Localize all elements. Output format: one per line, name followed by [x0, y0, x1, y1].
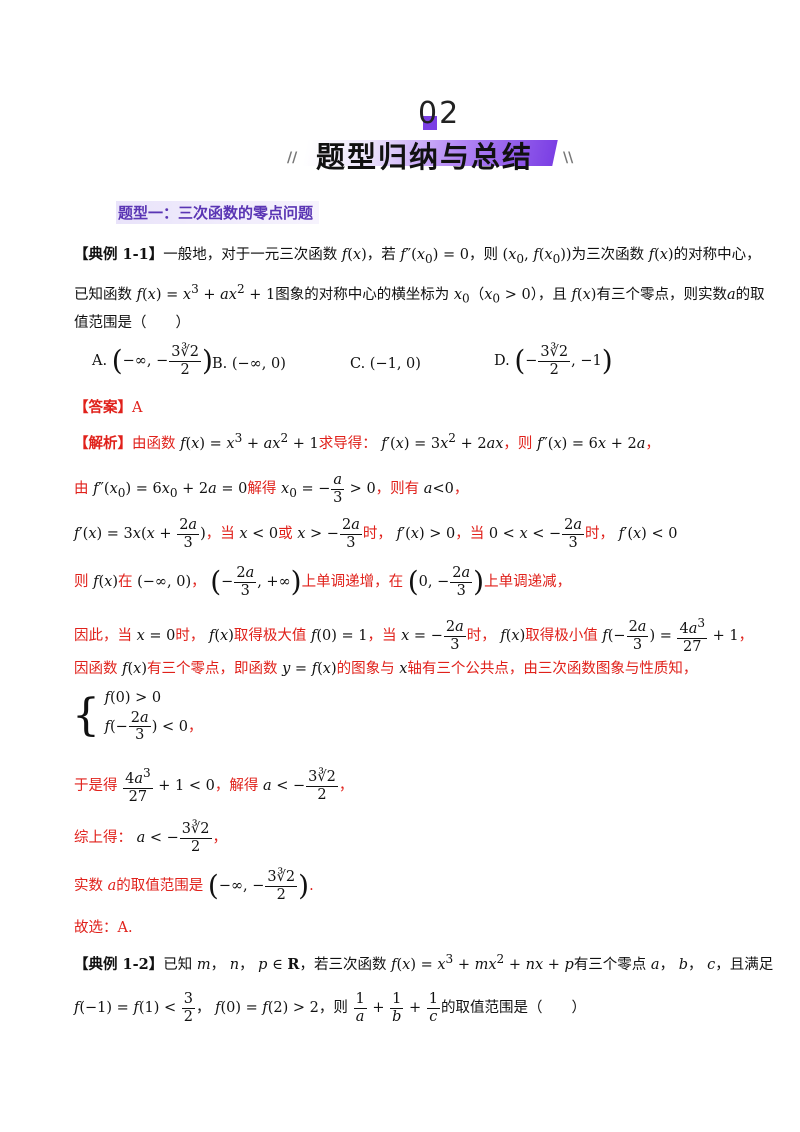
header-right-slash: \\: [563, 150, 574, 166]
example1-line3: 值范围是（ ）: [74, 315, 190, 331]
header-left-slash: //: [287, 150, 298, 166]
header-number: 02: [418, 96, 461, 131]
answer-value: A: [132, 400, 143, 416]
analysis-line5: 因此，当 x = 0时， f(x)取得极大值 f(0) = 1，当 x = −2…: [74, 616, 754, 655]
section-heading: 题型一：三次函数的零点问题: [116, 201, 320, 224]
option-b[interactable]: B. (−∞, 0): [212, 356, 286, 372]
answer-line: 【答案】A: [74, 399, 143, 416]
header-title: 题型归纳与总结: [316, 140, 534, 174]
analysis-line1: 【解析】由函数 f(x) = x3 + ax2 + 1求导得： f′(x) = …: [74, 431, 660, 452]
example1-tag: 【典例 1-1】: [74, 246, 164, 263]
analysis-tag: 【解析】: [74, 434, 132, 452]
example1-line2: 已知函数 f(x) = x3 + ax2 + 1图象的对称中心的横坐标为 x0（…: [74, 282, 765, 306]
analysis-line6: 因函数 f(x)有三个零点，即函数 y = f(x)的图象与 x轴有三个公共点，…: [74, 661, 698, 677]
analysis-line11: 故选：A.: [74, 920, 133, 936]
example2-tag: 【典例 1-2】: [74, 955, 164, 973]
option-c[interactable]: C. (−1, 0): [350, 356, 421, 372]
example2-line1: 【典例 1-2】已知 m， n， p ∈ R，若三次函数 f(x) = x3 +…: [74, 952, 774, 973]
example1-line1: 【典例 1-1】一般地，对于一元三次函数 f(x)，若 f″(x0) = 0，则…: [74, 246, 761, 266]
answer-tag: 【答案】: [74, 399, 132, 416]
header-accent-square: [423, 116, 437, 130]
